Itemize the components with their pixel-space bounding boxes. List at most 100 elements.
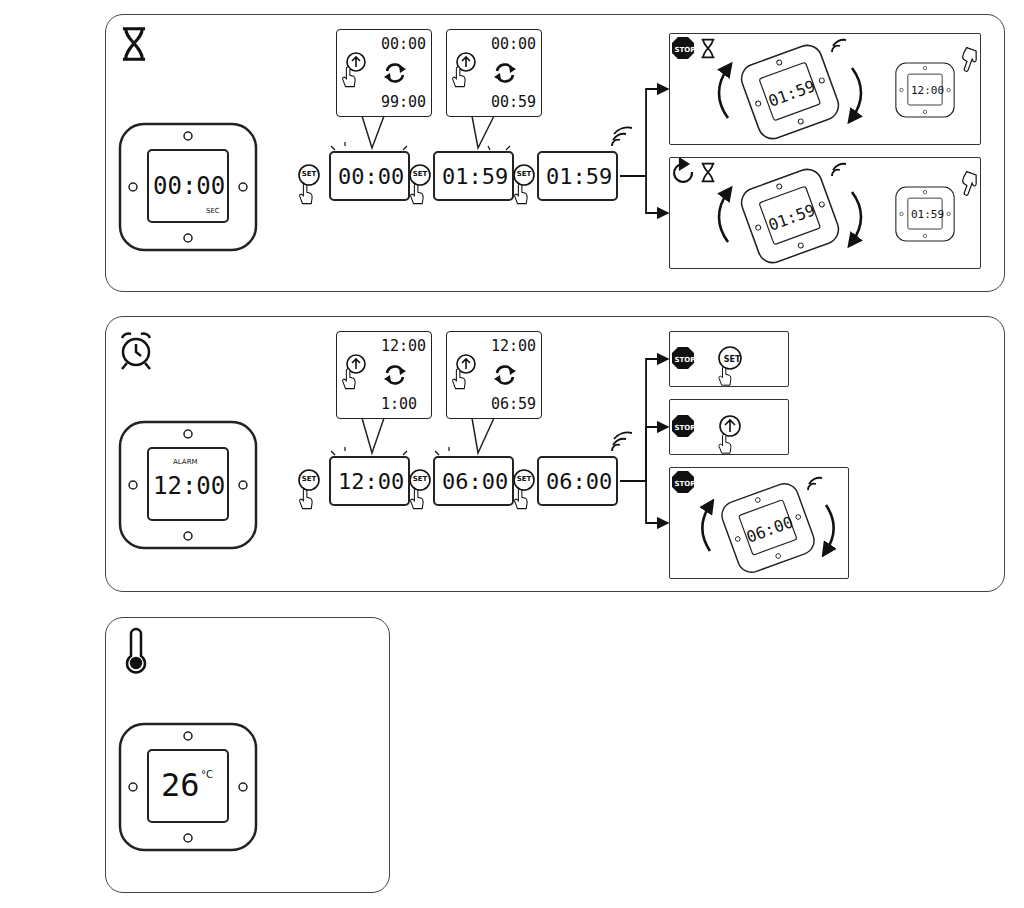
display-label: °C [201, 769, 213, 781]
setting-callout: 12:001:00 [336, 331, 432, 419]
alarm-panel: 12:00 ALARM 12:001:0012:0006:59 12:00 06:00 0… [105, 316, 1005, 592]
thermo-device [120, 724, 256, 850]
alarm-clock-icon [122, 334, 150, 338]
button-label: SET [297, 475, 321, 483]
thermometer-icon [127, 629, 145, 672]
rotated-device [737, 165, 842, 266]
signal-waves [832, 40, 846, 52]
up-button [725, 420, 735, 432]
up-button [352, 57, 360, 67]
rotate-arrow [703, 68, 862, 551]
up-button [347, 53, 740, 436]
button-label: SET [512, 475, 536, 483]
button-label: SET [408, 170, 432, 178]
rotate-arrow [719, 192, 728, 242]
setting-callout: 12:0006:59 [446, 331, 542, 419]
display-digits: 00:59 [491, 94, 536, 111]
blink-marks [435, 447, 449, 455]
display-label: ALARM [173, 458, 198, 466]
rotated-device [718, 480, 818, 576]
flow-arrow [620, 481, 668, 523]
timer-device [120, 124, 256, 250]
finger-icon [300, 184, 312, 204]
callout-pointer [472, 418, 494, 453]
display-digits: 06:00 [546, 469, 612, 494]
lcd-screen: 12:00 [329, 456, 410, 506]
display-label: STOP [673, 480, 697, 488]
display-digits: 01:59 [911, 209, 944, 222]
rotated-device [718, 41, 843, 576]
alarm-clock-icon [136, 344, 141, 356]
option-box: STOPSET [669, 331, 789, 387]
thermo-panel: 26°C [105, 617, 390, 893]
display-digits: 06:00 [442, 469, 508, 494]
rotate-arrow [719, 68, 728, 118]
hourglass-icon [702, 40, 715, 58]
display-label: SEC [206, 207, 220, 215]
lcd-screen: 06:00 [537, 456, 618, 506]
blink-marks [331, 447, 407, 455]
alarm-clock-icon [123, 339, 149, 365]
display-label: STOP [673, 424, 697, 432]
finger-icon [958, 47, 979, 73]
hourglass-icon [123, 29, 145, 59]
callout-pointer [362, 116, 384, 148]
blink-marks [331, 142, 510, 455]
alarm-clock-icon [122, 363, 150, 369]
up-button [462, 359, 470, 369]
display-digits: 01:59 [763, 76, 820, 112]
repeat-icon [680, 159, 688, 169]
finger-icon [411, 489, 423, 509]
display-digits: 99:00 [381, 94, 426, 111]
flow-arrow [620, 89, 668, 176]
display-digits: 01:59 [546, 164, 612, 189]
lcd-screen: 00:00 [329, 151, 410, 201]
finger-icon [515, 184, 527, 204]
blink-marks [331, 142, 407, 150]
display-digits: 00:00 [491, 36, 536, 53]
display-digits: 06:00 [741, 512, 798, 548]
thermometer-icon [127, 629, 145, 672]
display-digits: 12:00 [338, 469, 404, 494]
display-digits: 01:59 [442, 164, 508, 189]
thermo-device [120, 724, 256, 850]
button-label: SET [408, 475, 432, 483]
rotate-arrow [852, 68, 861, 118]
cycle-icon [384, 65, 406, 82]
timer-panel: 00:00SEC00:0099:0000:0000:5900:0001:5901… [105, 14, 1005, 292]
finger-icon [300, 489, 312, 509]
option-box: STOP01:5912:00 [669, 33, 981, 145]
option-box: 01:5901:59 [669, 157, 981, 269]
finger-icon [453, 369, 465, 389]
signal-waves [612, 40, 846, 490]
rotated-device [737, 165, 842, 266]
signal-waves [832, 164, 846, 176]
lcd-screen: 01:59 [433, 151, 514, 201]
callout-pointer [472, 116, 494, 148]
display-digits: 1:00 [381, 396, 417, 413]
small-device [896, 63, 954, 117]
setting-callout: 00:00 00:59 [446, 29, 542, 117]
rotated-device [718, 480, 818, 576]
display-label: STOP [673, 356, 697, 364]
alarm-device [120, 422, 256, 548]
display-digits: 26 [161, 767, 200, 804]
rotate-arrow [852, 192, 861, 242]
display-digits: 00:00 [381, 36, 426, 53]
display-digits: 12:00 [153, 473, 225, 501]
cycle-icon [384, 367, 406, 384]
option-box: STOP [669, 399, 789, 455]
button-label: SET [297, 170, 321, 178]
up-button [462, 57, 470, 67]
callout-pointer [362, 418, 384, 453]
up-button [352, 359, 360, 369]
timer-device [120, 124, 256, 250]
alarm-clock-icon [122, 334, 150, 369]
cycle-icon [494, 65, 516, 82]
thermometer-icon [131, 658, 141, 668]
rotated-device [737, 41, 842, 142]
cycle-icon [494, 367, 516, 384]
finger-icon [958, 171, 979, 197]
